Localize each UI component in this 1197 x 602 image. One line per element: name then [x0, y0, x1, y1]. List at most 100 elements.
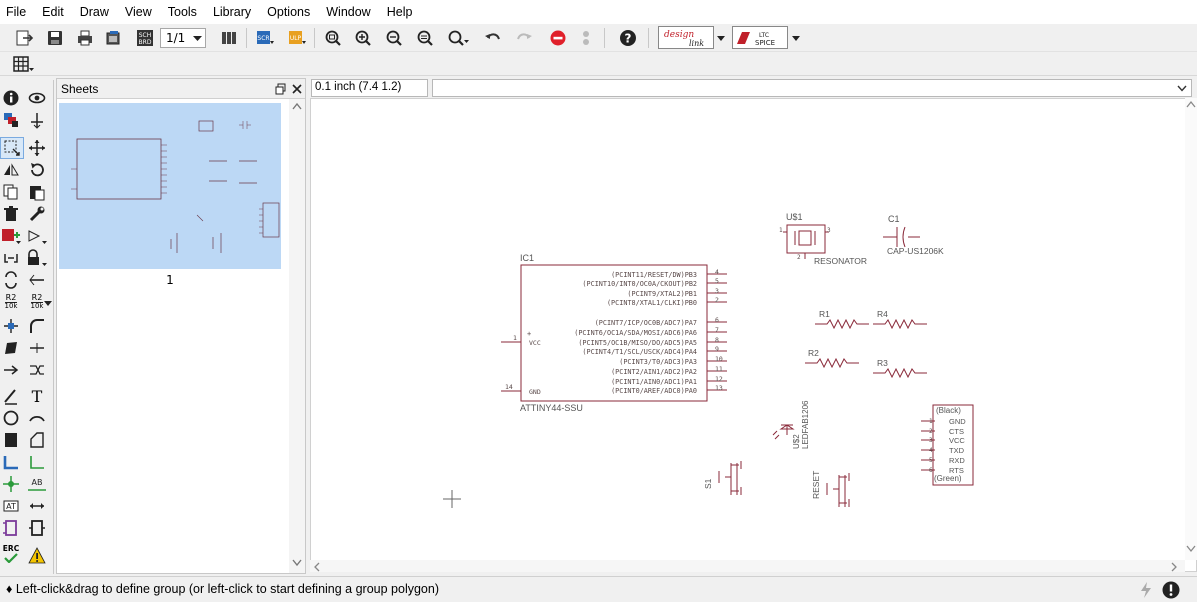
split-icon[interactable] — [26, 270, 48, 290]
delete-icon[interactable] — [0, 204, 22, 224]
wire-icon[interactable] — [0, 386, 22, 406]
arc-icon[interactable] — [26, 408, 48, 428]
menu-tools[interactable]: Tools — [167, 5, 197, 19]
frame-icon[interactable] — [0, 518, 22, 538]
command-input[interactable] — [432, 79, 1192, 97]
ltspice-dropdown-icon[interactable] — [792, 36, 800, 42]
circle-icon[interactable] — [0, 408, 22, 428]
show-icon[interactable] — [26, 88, 48, 108]
menu-file[interactable]: File — [6, 5, 27, 19]
menu-window[interactable]: Window — [326, 5, 371, 19]
polygon-icon[interactable] — [26, 430, 48, 450]
close-icon[interactable] — [291, 83, 303, 95]
rotate-icon[interactable] — [26, 160, 48, 180]
attribute-icon[interactable]: AT — [0, 496, 22, 516]
zoom-in-icon[interactable] — [352, 27, 374, 49]
move-icon[interactable] — [26, 138, 48, 158]
zoom-out-icon[interactable] — [383, 27, 405, 49]
mirror-icon[interactable] — [0, 160, 22, 180]
replace-icon[interactable] — [0, 248, 22, 268]
help-icon[interactable]: ? — [617, 27, 639, 49]
bus-icon[interactable] — [0, 452, 22, 472]
designlink-logo-icon: design link — [664, 30, 704, 48]
sch-script-icon[interactable]: SCR — [254, 27, 276, 49]
module-icon[interactable] — [26, 518, 48, 538]
text-tool[interactable]: T — [26, 386, 48, 406]
schematic-drawing: IC1 ATTINY44-SSU 1 VCC + 14 GND (PCINT11… — [443, 212, 974, 508]
svg-text:ULP: ULP — [290, 35, 302, 42]
ltspice-button[interactable]: LTC SPICE — [732, 26, 788, 49]
erc-button[interactable]: ERC — [0, 544, 22, 564]
zoom-redraw-icon[interactable] — [414, 27, 436, 49]
name-tool[interactable]: R2 10k — [26, 292, 48, 312]
menu-library[interactable]: Library — [212, 5, 252, 19]
scroll-down-icon[interactable] — [292, 559, 302, 567]
designlink-dropdown-icon[interactable] — [717, 36, 725, 42]
optimize-icon[interactable] — [26, 338, 48, 358]
stop-command-icon[interactable] — [1161, 580, 1181, 600]
route-icon[interactable] — [0, 360, 22, 380]
svg-text:AT: AT — [6, 502, 16, 511]
menu-edit[interactable]: Edit — [42, 5, 64, 19]
stop-icon[interactable] — [547, 27, 569, 49]
ulp-icon[interactable]: ULP — [286, 27, 308, 49]
info-icon[interactable] — [0, 88, 22, 108]
sheet-select-value: 1/1 — [166, 31, 186, 45]
paste-icon[interactable] — [26, 182, 48, 202]
net-icon[interactable] — [26, 452, 48, 472]
lock-icon[interactable] — [26, 248, 48, 268]
menu-view[interactable]: View — [124, 5, 152, 19]
rectangle-icon[interactable] — [0, 430, 22, 450]
canvas-horizontal-scrollbar[interactable] — [310, 560, 1185, 572]
warning-icon[interactable] — [26, 546, 48, 566]
change-icon[interactable] — [26, 204, 48, 224]
go-icon[interactable] — [575, 27, 597, 49]
undo-icon[interactable] — [482, 27, 504, 49]
grid-icon[interactable] — [12, 53, 34, 75]
value-tool[interactable]: R2 10k — [0, 292, 22, 312]
sheets-scrollbar[interactable] — [289, 99, 305, 573]
scroll-down-icon[interactable] — [1186, 545, 1196, 553]
scroll-up-icon[interactable] — [292, 102, 302, 110]
sheet-views-icon[interactable] — [218, 27, 240, 49]
pinswap-icon[interactable] — [26, 226, 48, 246]
zoom-select-icon[interactable] — [447, 27, 469, 49]
menu-help[interactable]: Help — [386, 5, 413, 19]
copy-icon[interactable] — [0, 182, 22, 202]
split-line-icon[interactable] — [0, 338, 22, 358]
ripup-icon[interactable] — [26, 360, 48, 380]
menu-options[interactable]: Options — [267, 5, 311, 19]
miter-icon[interactable] — [26, 316, 48, 336]
text-tool-label: T — [31, 386, 43, 406]
save-icon[interactable] — [44, 27, 66, 49]
sheet-thumbnail[interactable] — [59, 103, 281, 269]
chevron-down-icon[interactable] — [44, 301, 52, 307]
open-icon[interactable] — [14, 27, 36, 49]
c1-value: CAP-US1206K — [887, 246, 944, 256]
redo-icon[interactable] — [513, 27, 535, 49]
add-part-icon[interactable] — [0, 226, 22, 246]
label-tool[interactable]: AB — [26, 474, 48, 494]
schematic-canvas[interactable]: IC1 ATTINY44-SSU 1 VCC + 14 GND (PCINT11… — [310, 98, 1197, 572]
scroll-left-icon[interactable] — [313, 562, 321, 572]
junction-icon[interactable] — [0, 474, 22, 494]
sheet-select[interactable]: 1/1 — [160, 28, 206, 48]
gate-swap-icon[interactable] — [0, 270, 22, 290]
ftdi-top-label: (Black) — [936, 406, 961, 415]
cam-icon[interactable] — [102, 27, 124, 49]
mark-icon[interactable] — [26, 110, 48, 130]
canvas-vertical-scrollbar[interactable] — [1185, 98, 1197, 560]
scroll-right-icon[interactable] — [1170, 562, 1178, 572]
lightning-icon[interactable] — [1138, 581, 1154, 599]
display-layers-icon[interactable] — [0, 110, 22, 130]
dimension-icon[interactable] — [26, 496, 48, 516]
designlink-button[interactable]: design link — [658, 26, 714, 49]
menu-draw[interactable]: Draw — [79, 5, 109, 19]
smash-icon[interactable] — [0, 316, 22, 336]
chevron-down-icon[interactable] — [1177, 85, 1187, 92]
scroll-up-icon[interactable] — [1186, 100, 1196, 108]
print-icon[interactable] — [74, 27, 96, 49]
float-panel-icon[interactable] — [275, 83, 287, 95]
zoom-fit-icon[interactable] — [322, 27, 344, 49]
